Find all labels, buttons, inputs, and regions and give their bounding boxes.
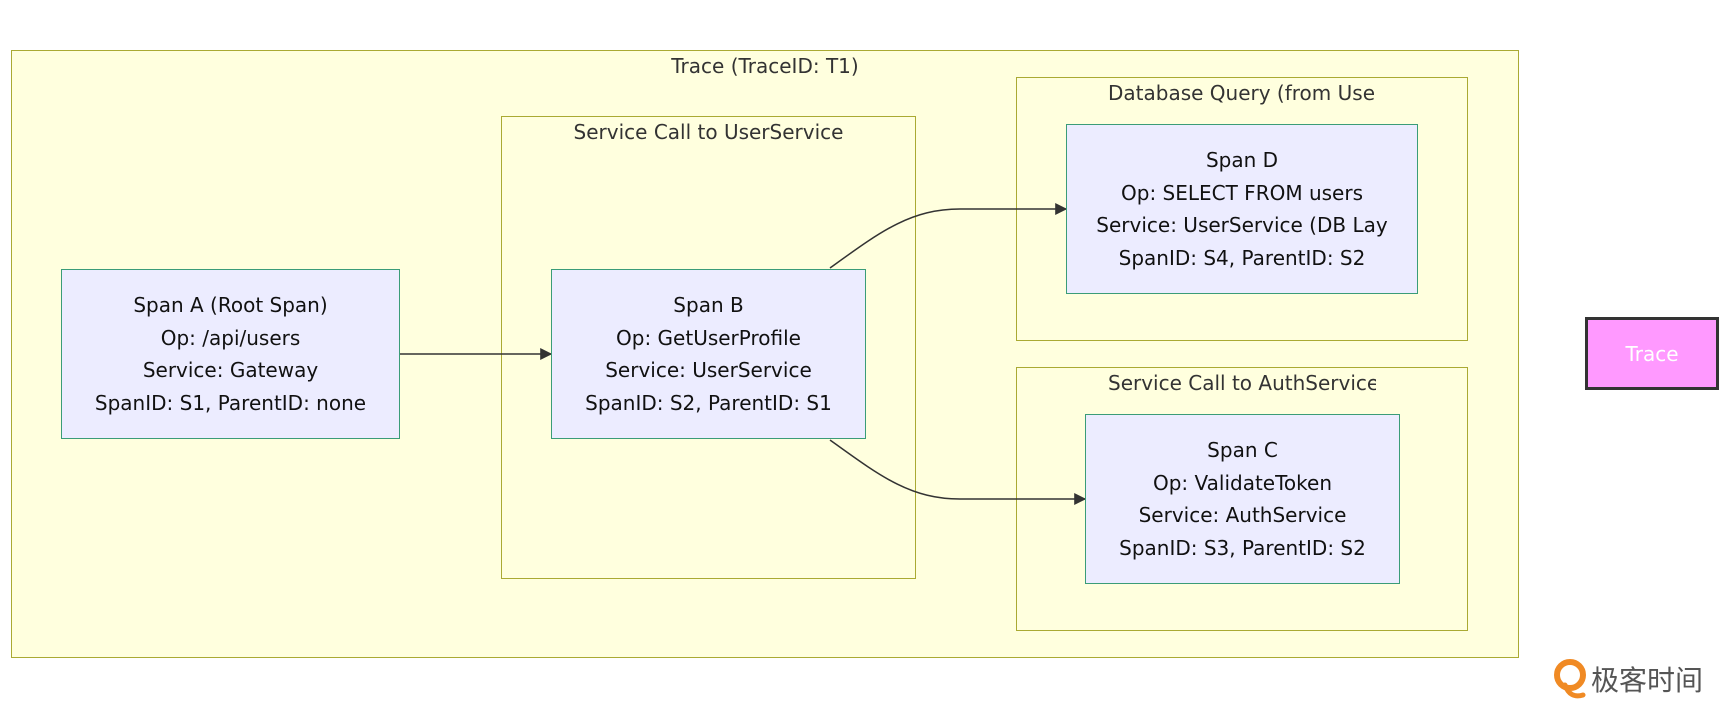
span-d-op: Op: SELECT FROM users (1121, 180, 1363, 205)
span-a-title: Span A (Root Span) (133, 293, 328, 317)
span-c-service: Service: AuthService (1138, 503, 1347, 527)
trace-legend-label: Trace (1625, 341, 1679, 366)
span-b-node: Span B Op: GetUserProfile Service: UserS… (551, 269, 866, 439)
database-query-title: Database Query (from UserS (1108, 81, 1376, 105)
trace-cluster-title: Trace (TraceID: T1) (671, 54, 859, 78)
span-c-node: Span C Op: ValidateToken Service: AuthSe… (1085, 414, 1400, 584)
span-a-op: Op: /api/users (160, 325, 301, 350)
service-call-userservice-title: Service Call to UserService (573, 120, 844, 144)
brand-text: 极客时间 (1591, 664, 1704, 697)
span-a-node: Span A (Root Span) Op: /api/users Servic… (61, 269, 400, 439)
span-b-service: Service: UserService (605, 358, 812, 382)
edge-b-to-d (829, 203, 1068, 269)
span-c-op: Op: ValidateToken (1152, 470, 1333, 495)
span-d-ids: SpanID: S4, ParentID: S2 (1118, 245, 1366, 270)
span-b-title: Span B (673, 293, 744, 317)
span-b-ids: SpanID: S2, ParentID: S1 (585, 390, 832, 415)
span-d-title: Span D (1205, 148, 1279, 172)
span-a-service: Service: Gateway (142, 358, 319, 382)
brand-watermark: 极客时间 (1553, 657, 1703, 701)
span-d-node: Span D Op: SELECT FROM users Service: Us… (1066, 124, 1418, 294)
service-call-authservice-title: Service Call to AuthService ( (1108, 371, 1376, 395)
span-d-service: Service: UserService (DB Lay (1096, 213, 1388, 237)
geekbang-logo-icon (1554, 659, 1586, 699)
span-a-ids: SpanID: S1, ParentID: none (94, 390, 367, 415)
edge-b-to-c (829, 439, 1087, 505)
span-c-title: Span C (1207, 438, 1278, 462)
span-b-op: Op: GetUserProfile (616, 325, 801, 350)
span-c-ids: SpanID: S3, ParentID: S2 (1119, 535, 1366, 560)
trace-legend-node: Trace (1585, 317, 1719, 390)
